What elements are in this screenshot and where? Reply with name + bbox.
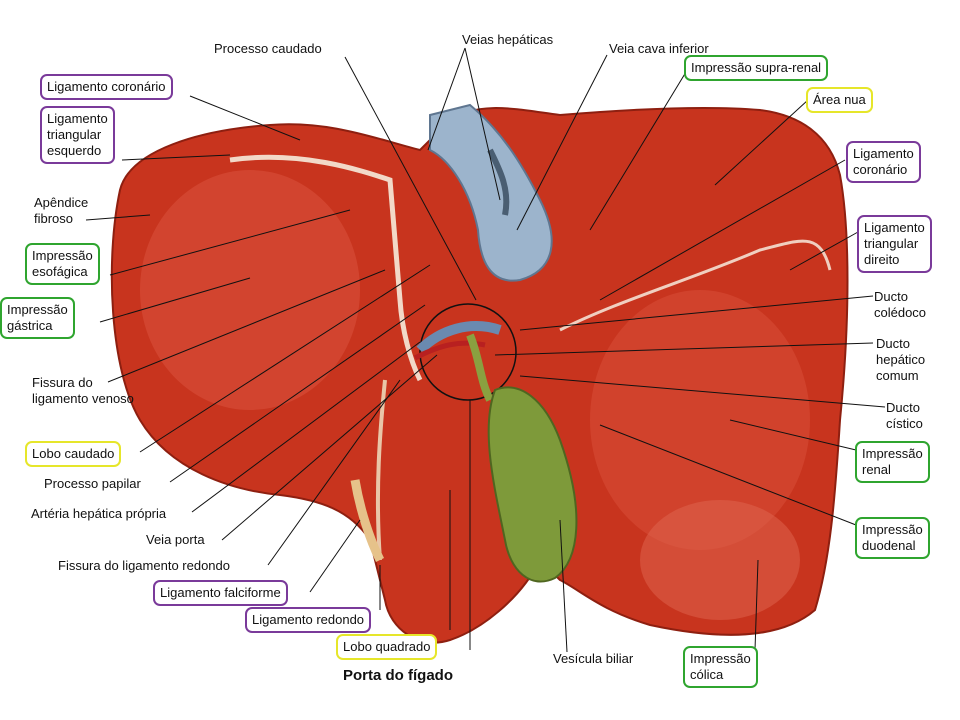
liver-highlight-right (590, 290, 810, 550)
box-lig-cor-dir-line2: coronário (853, 162, 908, 177)
label-ducto-cistico: Ducto cístico (886, 400, 923, 432)
coronary-line-right (559, 239, 832, 332)
box-imp-duod-line1: Impressão (862, 522, 923, 537)
bile-duct (466, 333, 494, 402)
box-lig-tri-esq-line1: Ligamento (47, 111, 108, 126)
fissure-round (375, 379, 387, 561)
label-ducto-coledoco-line1: Ducto (874, 289, 908, 304)
box-ligamento-triangular-esquerdo: Ligamento triangular esquerdo (40, 106, 115, 164)
box-lig-tri-dir-line1: Ligamento (864, 220, 925, 235)
box-ligamento-triangular-direito: Ligamento triangular direito (857, 215, 932, 273)
box-impressao-renal: Impressão renal (855, 441, 930, 483)
box-lig-tri-dir-line3: direito (864, 252, 900, 267)
label-ducto-cistico-line1: Ducto (886, 400, 920, 415)
leader-lines (85, 47, 886, 653)
label-ducto-hepatico-line1: Ducto (876, 336, 910, 351)
box-lig-tri-dir-line2: triangular (864, 236, 919, 251)
box-imp-renal-line2: renal (862, 462, 891, 477)
hepatic-artery (413, 340, 486, 361)
label-apendice-line1: Apêndice (34, 195, 89, 210)
box-lobo-quadrado: Lobo quadrado (336, 634, 438, 660)
box-imp-esof-line2: esofágica (32, 264, 88, 279)
box-imp-duod-line2: duodenal (862, 538, 916, 553)
porta-circle (419, 303, 517, 401)
box-lig-tri-esq-line2: triangular (47, 127, 102, 142)
box-ligamento-falciforme: Ligamento falciforme (153, 580, 288, 606)
label-ducto-coledoco: Ducto colédoco (874, 289, 926, 321)
hepatic-veins (487, 148, 510, 216)
box-imp-col-line2: cólica (690, 667, 724, 682)
box-imp-esof-line1: Impressão (32, 248, 93, 263)
title-porta-do-figado: Porta do fígado (343, 667, 453, 684)
label-processo-caudado: Processo caudado (214, 41, 322, 56)
label-apendice-fibroso: Apêndice fibroso (34, 195, 88, 227)
box-impressao-supra-renal: Impressão supra-renal (684, 55, 829, 81)
label-ducto-hepatico: Ducto hepático comum (876, 336, 925, 384)
box-lig-cor-dir-line1: Ligamento (853, 146, 914, 161)
liver-highlight-bottom (640, 500, 800, 620)
box-area-nua: Área nua (806, 87, 873, 113)
label-ducto-coledoco-line2: colédoco (874, 305, 927, 320)
portal-vein (416, 321, 502, 354)
box-ligamento-coronario-direito: Ligamento coronário (846, 141, 921, 183)
box-impressao-colica: Impressão cólica (683, 646, 758, 688)
box-ligamento-coronario-esquerdo: Ligamento coronário (40, 74, 173, 100)
label-ducto-hepatico-line3: comum (876, 368, 919, 383)
label-arteria-hepatica: Artéria hepática própria (31, 506, 167, 521)
fissure-venous (229, 154, 423, 382)
box-ligamento-redondo: Ligamento redondo (245, 607, 372, 633)
box-impressao-esofagica: Impressão esofágica (25, 243, 100, 285)
label-fissura-venoso-line1: Fissura do (32, 375, 93, 390)
round-ligament (350, 479, 385, 563)
box-impressao-duodenal: Impressão duodenal (855, 517, 930, 559)
box-imp-col-line1: Impressão (690, 651, 751, 666)
label-veia-cava-inferior: Veia cava inferior (609, 41, 709, 56)
vena-cava (429, 103, 553, 282)
liver-highlight-left (140, 170, 360, 410)
box-lobo-caudado: Lobo caudado (25, 441, 122, 467)
label-veia-porta: Veia porta (146, 532, 205, 547)
label-fissura-venoso-line2: ligamento venoso (32, 391, 134, 406)
box-imp-gast-line2: gástrica (7, 318, 53, 333)
label-veias-hepaticas: Veias hepáticas (462, 32, 554, 47)
label-vesicula-biliar: Vesícula biliar (553, 651, 634, 666)
label-processo-papilar: Processo papilar (44, 476, 141, 491)
label-fissura-venoso: Fissura do ligamento venoso (32, 375, 134, 407)
label-fissura-redondo: Fissura do ligamento redondo (58, 558, 230, 573)
label-apendice-line2: fibroso (34, 211, 74, 226)
gallbladder (487, 386, 578, 583)
box-lig-tri-esq-line3: esquerdo (47, 143, 102, 158)
label-ducto-cistico-line2: cístico (886, 416, 923, 431)
box-imp-gast-line1: Impressão (7, 302, 68, 317)
box-impressao-gastrica: Impressão gástrica (0, 297, 75, 339)
label-ducto-hepatico-line2: hepático (876, 352, 926, 367)
box-imp-renal-line1: Impressão (862, 446, 923, 461)
